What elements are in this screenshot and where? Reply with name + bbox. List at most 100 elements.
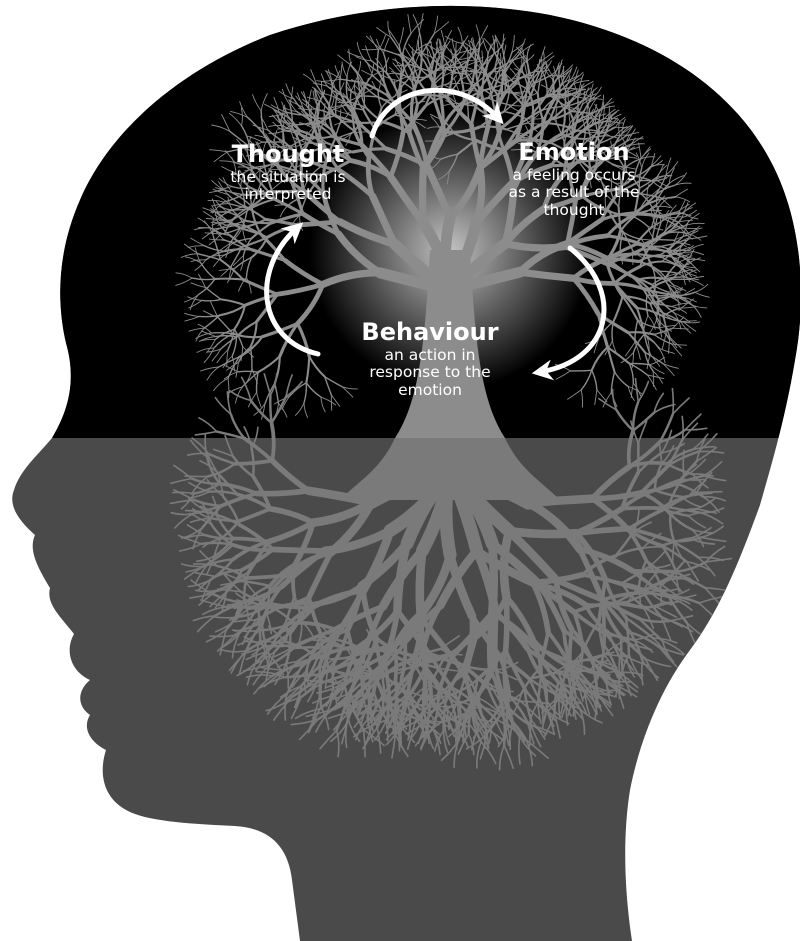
root-segment [291, 670, 307, 688]
branch-segment [273, 130, 278, 147]
branch-segment [320, 101, 337, 116]
branch-segment [274, 145, 288, 157]
branch-segment [475, 53, 487, 73]
branch-segment [512, 140, 528, 149]
branch-segment [418, 13, 424, 32]
branch-segment [260, 93, 268, 112]
branch-segment [190, 282, 206, 288]
branch-segment [339, 64, 343, 79]
branch-segment [613, 152, 626, 170]
root-segment [652, 637, 678, 644]
root-segment [583, 600, 628, 608]
root-segment [188, 481, 211, 493]
branch-segment [461, 42, 478, 62]
root-segment [214, 588, 229, 609]
branch-segment [633, 211, 661, 217]
root-segment [652, 588, 679, 593]
branch-segment [577, 83, 585, 97]
branch-segment [269, 111, 287, 117]
root-segment [470, 667, 493, 713]
root-segment [592, 686, 618, 698]
root-segment [589, 692, 612, 708]
branch-segment [526, 76, 539, 95]
branch-segment [637, 319, 660, 329]
branch-segment [544, 62, 548, 77]
root-segment [354, 665, 370, 694]
root-segment [603, 676, 626, 696]
branch-segment [322, 109, 327, 124]
branch-segment [658, 324, 676, 329]
root-segment [209, 558, 235, 581]
branch-segment [466, 46, 469, 62]
root-segment [253, 487, 312, 497]
root-segment [667, 450, 700, 467]
branch-segment [237, 346, 252, 363]
root-segment [243, 640, 268, 643]
branch-segment [423, 59, 431, 72]
branch-segment [211, 124, 231, 132]
branch-segment [313, 87, 322, 103]
branch-segment [412, 118, 427, 121]
branch-segment [411, 64, 416, 83]
root-segment [577, 546, 636, 574]
root-segment [205, 456, 222, 485]
root-segment [456, 709, 474, 743]
node-behaviour: Behaviour an action in response to the e… [340, 318, 520, 399]
node-title: Behaviour [361, 318, 499, 346]
root-segment [624, 616, 655, 640]
root-segment [562, 628, 594, 661]
branch-segment [394, 114, 414, 121]
root-segment [504, 526, 561, 585]
branch-segment [613, 371, 629, 388]
root-segment [367, 691, 372, 716]
branch-segment [655, 238, 675, 241]
root-segment [562, 628, 576, 670]
branch-segment [334, 230, 384, 277]
branch-segment [220, 336, 238, 350]
branch-segment [589, 152, 612, 171]
branch-segment [304, 137, 317, 146]
root-segment [186, 452, 210, 456]
root-segment [444, 714, 456, 737]
branch-segment [243, 292, 279, 307]
branch-segment [510, 47, 522, 61]
branch-segment [620, 351, 635, 364]
root-segment [536, 673, 543, 704]
branch-segment [321, 191, 341, 237]
branch-segment [237, 166, 254, 169]
root-segment [187, 578, 212, 588]
root-segment [669, 507, 698, 516]
branch-segment [219, 209, 234, 217]
branch-segment [198, 227, 216, 230]
branch-segment [222, 194, 244, 203]
branch-segment [590, 346, 609, 372]
root-segment [523, 687, 549, 713]
branch-segment [241, 207, 249, 228]
branch-segment [345, 85, 356, 95]
root-segment [489, 610, 537, 650]
branch-segment [580, 166, 598, 198]
root-segment [206, 588, 229, 595]
branch-segment [221, 114, 231, 132]
branch-segment [231, 355, 235, 372]
root-segment [668, 512, 676, 543]
root-segment [532, 644, 561, 684]
root-segment [205, 628, 227, 643]
branch-segment [428, 45, 443, 56]
root-segment [666, 491, 698, 509]
branch-segment [383, 37, 390, 54]
branch-segment [479, 64, 488, 78]
root-segment [246, 539, 271, 575]
branch-segment [263, 133, 278, 165]
branch-segment [666, 251, 684, 268]
root-segment [406, 690, 427, 718]
branch-segment [256, 141, 264, 155]
branch-segment [354, 81, 356, 95]
branch-segment [213, 333, 234, 349]
root-segment [240, 376, 252, 402]
root-segment [542, 677, 566, 697]
branch-segment [694, 283, 709, 293]
root-segment [440, 709, 474, 724]
branch-segment [225, 219, 246, 226]
branch-segment [243, 148, 258, 154]
